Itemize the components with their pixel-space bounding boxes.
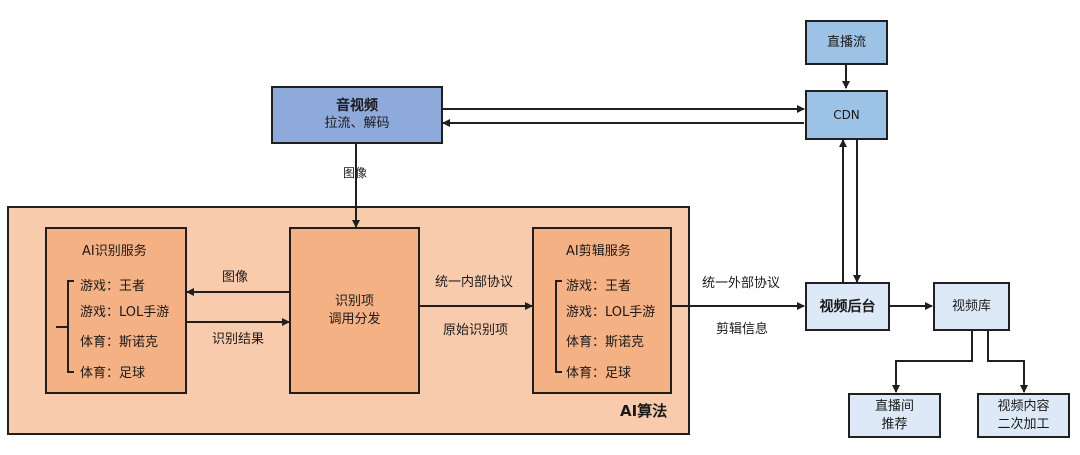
ai-editing-title: AI剪辑服务 [566, 244, 631, 259]
dispatch-line2: 调用分发 [328, 311, 381, 327]
audio-video-subtitle: 拉流、解码 [324, 116, 390, 131]
ai-recognition-item: 游戏：王者 [80, 279, 146, 294]
ai-editing-bracket [555, 280, 562, 373]
dispatch-box: 识别项 调用分发 [289, 227, 420, 394]
video-content-line2: 二次加工 [997, 416, 1050, 432]
ai-editing-item: 游戏：王者 [566, 279, 632, 294]
ai-recognition-title: AI识别服务 [82, 244, 147, 259]
live-stream-box: 直播流 [805, 20, 888, 65]
ai-editing-item: 体育：斯诺克 [566, 335, 645, 350]
edge-label-edit-info: 剪辑信息 [716, 322, 769, 337]
video-content-reprocess-box: 视频内容 二次加工 [977, 393, 1070, 438]
arrow-library-to-live-room [892, 331, 973, 393]
audio-video-box: 音视频 拉流、解码 [271, 86, 443, 144]
ai-recognition-item: 游戏：LOL手游 [80, 305, 170, 320]
audio-video-title: 音视频 [336, 98, 378, 114]
ai-editing-item: 游戏：LOL手游 [566, 305, 656, 320]
ai-algorithm-label: AI算法 [620, 402, 668, 420]
ai-editing-item: 体育：足球 [566, 366, 632, 381]
edge-label-recognition-result: 识别结果 [212, 332, 265, 347]
live-room-line1: 直播间 [874, 398, 914, 414]
ai-recognition-bracket-tick [56, 326, 67, 328]
ai-recognition-item: 体育：斯诺克 [80, 335, 159, 350]
edge-label-image-top: 图像 [343, 166, 368, 180]
live-stream-label: 直播流 [826, 34, 866, 50]
arrow-library-to-content [987, 331, 1028, 393]
video-backend-box: 视频后台 [805, 282, 890, 331]
video-library-box: 视频库 [933, 282, 1010, 331]
video-backend-label: 视频后台 [819, 298, 876, 315]
ai-recognition-bracket [67, 280, 74, 373]
cdn-box: CDN [805, 90, 888, 140]
edge-label-image-left: 图像 [222, 270, 249, 285]
ai-recognition-item: 体育：足球 [80, 366, 146, 381]
live-room-line2: 推荐 [881, 416, 908, 432]
video-content-line1: 视频内容 [997, 398, 1050, 414]
dispatch-line1: 识别项 [334, 293, 374, 309]
video-library-label: 视频库 [951, 298, 991, 314]
edge-label-unified-external: 统一外部协议 [702, 276, 781, 291]
edge-label-unified-internal: 统一内部协议 [435, 275, 514, 290]
live-room-recommend-box: 直播间 推荐 [848, 393, 941, 438]
edge-label-raw-items: 原始识别项 [443, 323, 509, 338]
cdn-label: CDN [833, 108, 860, 122]
